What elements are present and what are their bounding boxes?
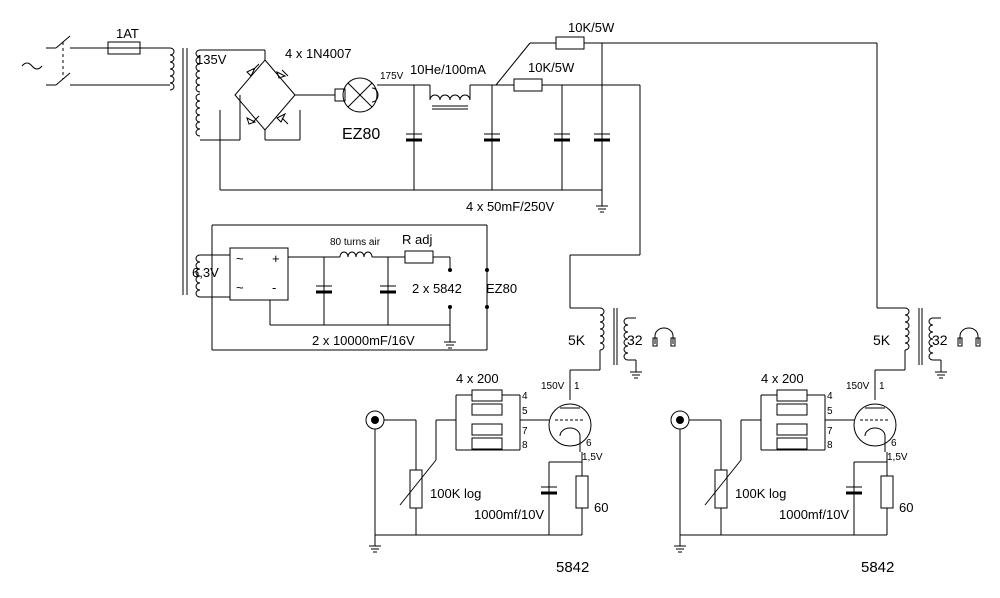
bridge-rectifier: 4 x 1N4007 [200, 46, 352, 190]
ch2-cathode-voltage: 1,5V [887, 452, 908, 463]
ch1-pin-1: 1 [574, 381, 580, 392]
ch2-secondary: 32 [932, 332, 948, 348]
ch1-cathode-voltage: 1,5V [582, 452, 603, 463]
choke-label: 10He/100mA [410, 62, 486, 77]
ac-in-2: ~ [236, 280, 244, 295]
amplifier-channel-1: 5K 32 150V 1 6 1,5V 4 x 200 4 5 7 8 [365, 307, 676, 576]
power-transformer: 135V 6,3V [169, 47, 227, 298]
mains-input [21, 35, 170, 86]
ch2-pin-6: 6 [891, 438, 897, 449]
ch1-pin-7: 7 [522, 426, 528, 437]
heater-caps-label: 2 x 10000mF/16V [312, 333, 415, 348]
ch2-primary: 5K [873, 332, 891, 348]
ch1-volume-label: 100K log [430, 486, 481, 501]
heater-supply: ~ ~ + - 80 turns air R adj 2 x 5842 EZ80… [200, 224, 517, 351]
ch2-grid-resistors: 4 x 200 [761, 371, 804, 386]
heater-load-1: 2 x 5842 [412, 281, 462, 296]
ch1-pin-8: 8 [522, 440, 528, 451]
ch1-tube-label: 5842 [556, 559, 589, 576]
inductor-label: 80 turns air [330, 237, 381, 248]
ch2-volume-label: 100K log [735, 486, 786, 501]
ch2-pin-7: 7 [827, 426, 833, 437]
radj-label: R adj [402, 232, 432, 247]
dc-minus: - [272, 280, 276, 295]
ch1-plate-voltage: 150V [541, 381, 565, 392]
ch2-tube-label: 5842 [861, 559, 894, 576]
ch1-cathode-res: 60 [594, 500, 608, 515]
ch2-cathode-res: 60 [899, 500, 913, 515]
resistor-label-2: 10K/5W [528, 60, 575, 75]
fuse-label: 1AT [116, 26, 139, 41]
fuse: 1AT [107, 26, 170, 55]
resistor-label-1: 10K/5W [568, 20, 615, 35]
ch1-volume-pot[interactable] [409, 469, 423, 509]
ch2-plate-voltage: 150V [846, 381, 870, 392]
ch1-pin-4: 4 [522, 391, 528, 402]
rectified-voltage: 175V [380, 71, 404, 82]
filter-chain: 10He/100mA 10K/5W 10K/5W 4 x 50mF/250V [220, 20, 905, 309]
ch2-volume-pot[interactable] [714, 469, 728, 509]
ch2-pin-5: 5 [827, 406, 833, 417]
ch1-grid-resistors: 4 x 200 [456, 371, 499, 386]
ch1-pin-5: 5 [522, 406, 528, 417]
ez80-tube: EZ80 175V [334, 71, 414, 143]
bridge-label: 4 x 1N4007 [285, 46, 352, 61]
heater-voltage: 6,3V [192, 265, 219, 280]
ch2-cathode-cap: 1000mf/10V [779, 507, 849, 522]
ch2-pin-8: 8 [827, 440, 833, 451]
ch2-pin-1: 1 [879, 381, 885, 392]
ch1-primary: 5K [568, 332, 586, 348]
filter-caps-label: 4 x 50mF/250V [466, 199, 554, 214]
secondary-voltage: 135V [196, 52, 227, 67]
dc-plus: + [272, 251, 280, 266]
amplifier-channel-2: 5K 32 150V 1 6 1,5V 4 x 200 4 5 7 8 [670, 307, 981, 576]
ac-in-1: ~ [236, 251, 244, 266]
ch1-cathode-cap: 1000mf/10V [474, 507, 544, 522]
ch1-pin-6: 6 [586, 438, 592, 449]
ez80-label: EZ80 [342, 126, 380, 143]
heater-load-2: EZ80 [486, 281, 517, 296]
ch2-pin-4: 4 [827, 391, 833, 402]
ch1-secondary: 32 [627, 332, 643, 348]
